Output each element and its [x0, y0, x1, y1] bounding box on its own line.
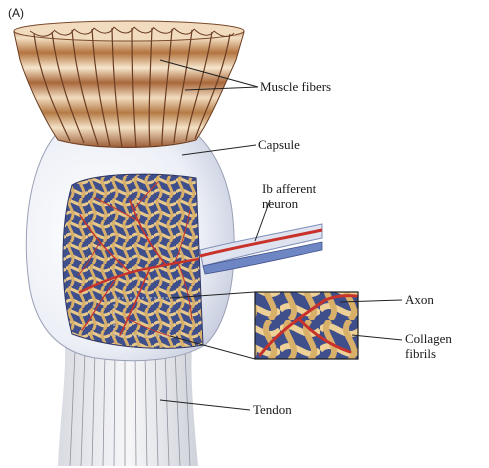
label-fibrils: fibrils	[405, 346, 436, 361]
label-tendon: Tendon	[253, 402, 292, 417]
collagen-core	[55, 165, 215, 360]
tendon	[58, 345, 198, 466]
label-capsule: Capsule	[258, 137, 300, 152]
label-collagen: Collagen	[405, 331, 452, 346]
panel-label: (A)	[8, 6, 24, 20]
muscle-fibers	[14, 21, 244, 148]
label-neuron: neuron	[262, 196, 299, 211]
label-ib-afferent: Ib afferent	[262, 181, 317, 196]
label-muscle-fibers: Muscle fibers	[260, 79, 331, 94]
label-axon: Axon	[405, 292, 434, 307]
